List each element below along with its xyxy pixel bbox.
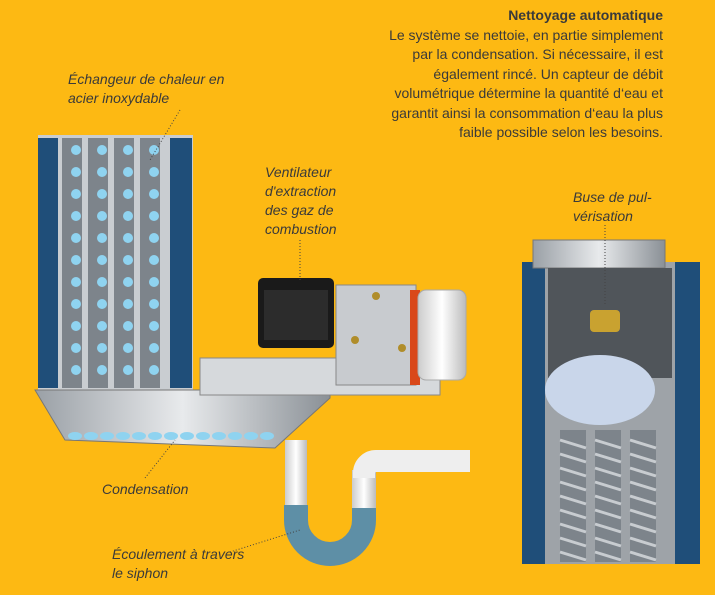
water-drop (149, 233, 159, 243)
water-drop (97, 299, 107, 309)
water-drop (71, 189, 81, 199)
info-line: également rincé. Un capteur de débit (433, 65, 663, 82)
spray-nozzle (590, 310, 620, 332)
condensate-drop (260, 432, 274, 440)
siphon (284, 440, 470, 566)
water-drop (97, 145, 107, 155)
water-drop (71, 211, 81, 221)
water-drop (123, 167, 133, 177)
condensate-drop (164, 432, 178, 440)
exhaust-pipe (417, 289, 467, 381)
water-drop (71, 167, 81, 177)
water-drop (97, 343, 107, 353)
water-drop (123, 189, 133, 199)
water-drop (97, 255, 107, 265)
water-drop (149, 277, 159, 287)
water-drop (97, 321, 107, 331)
water-drop (123, 343, 133, 353)
water-drop (97, 277, 107, 287)
info-title: Nettoyage automatique (508, 7, 663, 23)
water-drop (71, 299, 81, 309)
condensate-drop (116, 432, 130, 440)
condensate-drop (148, 432, 162, 440)
condensate-drop (228, 432, 242, 440)
water-drop (71, 321, 81, 331)
condensate-drop (180, 432, 194, 440)
water-drop (149, 299, 159, 309)
condensate-drop (100, 432, 114, 440)
water-drop (149, 255, 159, 265)
water-drop (97, 365, 107, 375)
water-drop (97, 211, 107, 221)
info-box: Nettoyage automatique Le système se nett… (323, 6, 663, 143)
water-drop (71, 343, 81, 353)
water-drop (97, 189, 107, 199)
label-condensation: Condensation (102, 481, 189, 497)
water-drop (97, 167, 107, 177)
water-drop (97, 233, 107, 243)
water-drop (123, 233, 133, 243)
condensate-drop (244, 432, 258, 440)
water-drop (123, 321, 133, 331)
info-line: volumétrique détermine la quantité d‘eau… (394, 85, 663, 101)
water-drop (149, 167, 159, 177)
info-line: Le système se nettoie, en partie simplem… (389, 26, 663, 43)
water-drop (71, 255, 81, 265)
water-drop (71, 145, 81, 155)
cleaning-unit-section (522, 239, 700, 564)
water-drop (71, 365, 81, 375)
condensate-drop (196, 432, 210, 440)
water-drop (149, 365, 159, 375)
water-drop (149, 189, 159, 199)
water-drop (123, 277, 133, 287)
water-drop (123, 255, 133, 265)
water-drop (123, 299, 133, 309)
info-line: faible possible selon les besoins. (459, 124, 663, 140)
water-drop (71, 277, 81, 287)
water-drop (123, 211, 133, 221)
condensate-drop (68, 432, 82, 440)
label-nozzle: Buse de pul-vérisation (573, 189, 652, 224)
info-line: par la condensation. Si nécessaire, il e… (412, 46, 663, 62)
condensate-drop (132, 432, 146, 440)
fan-housing (335, 284, 417, 386)
info-line: garantit ainsi la consommation d‘eau la … (391, 104, 663, 121)
water-drop (123, 365, 133, 375)
condensate-drop (84, 432, 98, 440)
heat-exchanger (38, 135, 193, 390)
water-drop (123, 145, 133, 155)
water-drop (149, 211, 159, 221)
condensate-drop (212, 432, 226, 440)
water-drop (149, 145, 159, 155)
water-drop (149, 321, 159, 331)
condensate-trough (34, 389, 331, 449)
water-drop (71, 233, 81, 243)
water-drop (149, 343, 159, 353)
